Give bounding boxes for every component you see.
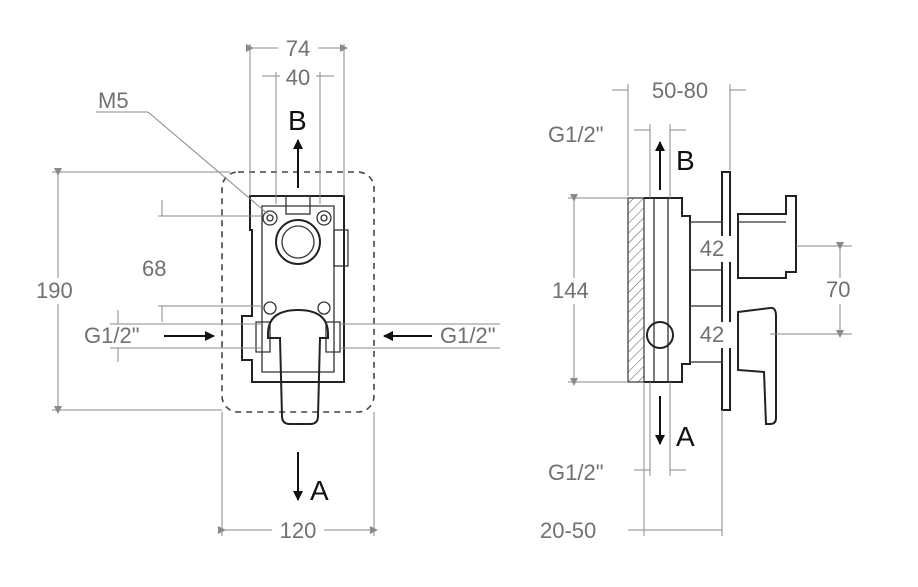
flow-label-b: B (288, 105, 307, 136)
body-plate (241, 195, 345, 383)
dim-20-50: 20-50 (540, 518, 596, 543)
dim-68: 68 (142, 256, 166, 281)
inlet-left-label: G1/2" (84, 323, 140, 348)
screw-hole-top-right-inner (320, 214, 328, 222)
screw-hole-top-right (316, 210, 332, 226)
dim-42-top: 42 (700, 236, 724, 261)
screw-hole-top-left-inner (266, 214, 274, 222)
upper-knob (737, 195, 797, 279)
lower-handle (737, 306, 777, 425)
dim-40: 40 (286, 65, 310, 90)
dim-42-bottom: 42 (700, 322, 724, 347)
lever-handle (267, 308, 329, 425)
outlet-b-stub (285, 195, 311, 215)
side-port (333, 229, 349, 267)
diverter-ring-inner (281, 225, 315, 259)
dim-190: 190 (36, 278, 73, 303)
body-inner (261, 205, 335, 373)
dim-120: 120 (280, 518, 317, 543)
dim-144: 144 (552, 278, 589, 303)
dim-70: 70 (826, 277, 850, 302)
dim-50-80: 50-80 (652, 78, 708, 103)
dim-74: 74 (286, 36, 310, 61)
valve-body (644, 197, 691, 383)
label-m5: M5 (98, 88, 129, 113)
inlet-right-label: G1/2" (440, 323, 496, 348)
wall-section (627, 197, 645, 383)
outlet-top-label: G1/2" (548, 122, 604, 147)
wall-box-outline (221, 171, 375, 413)
inlet-boss-left (255, 321, 271, 353)
flow-label-a: A (310, 475, 329, 506)
flow-label-b-side: B (676, 145, 695, 176)
outlet-bottom-label: G1/2" (548, 460, 604, 485)
side-view: 50-80 G1/2" B 144 42 42 70 A (540, 78, 860, 543)
screw-hole-top-left (262, 210, 278, 226)
cover-plate (721, 171, 731, 411)
front-view: 74 40 M5 B 68 190 G1/2" (36, 36, 510, 543)
screw-hole-bottom-right (317, 301, 331, 315)
inlet-port (646, 321, 674, 349)
screw-hole-bottom-left (263, 301, 277, 315)
inlet-boss-right (325, 321, 341, 353)
diverter-ring-outer (275, 219, 321, 265)
flow-label-a-side: A (676, 421, 695, 452)
